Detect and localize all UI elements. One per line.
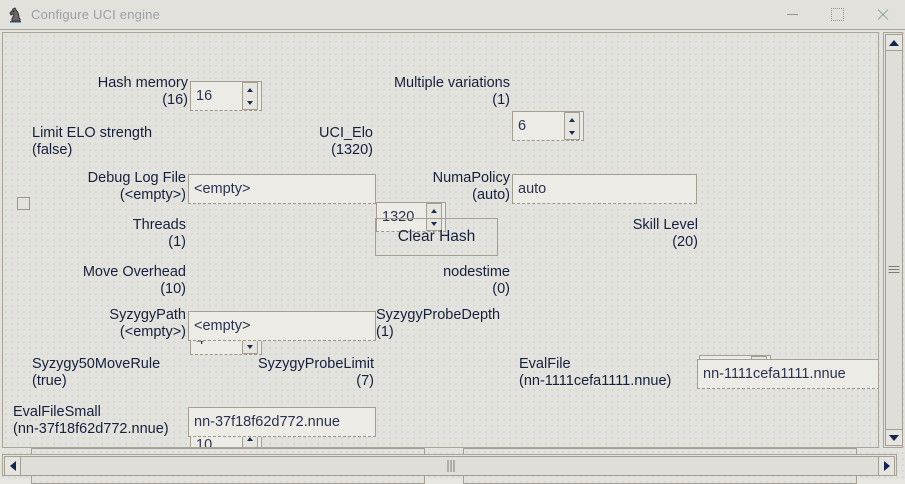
eval-file-input[interactable]: nn-1111cefa1111.nnue	[697, 359, 878, 389]
options-form: Hash memory (16) 16 Multiple variations …	[2, 32, 879, 448]
move-overhead-value: 10	[196, 437, 213, 448]
spin-down-icon[interactable]	[243, 340, 257, 353]
uci-elo-spin-buttons[interactable]	[426, 203, 442, 231]
syzygy-path-value: <empty>	[194, 317, 251, 334]
syzygy-path-input[interactable]: <empty>	[188, 311, 376, 341]
clear-hash-button[interactable]: Clear Hash	[375, 218, 498, 256]
eval-file-small-label: EvalFileSmall (nn-37f18f62d772.nnue)	[13, 404, 169, 437]
spin-down-icon[interactable]	[427, 217, 441, 230]
close-icon	[876, 8, 889, 21]
vertical-scrollbar-thumb[interactable]	[885, 50, 903, 431]
chess-knight-icon	[7, 6, 24, 23]
multiple-variations-label: Multiple variations (1)	[393, 75, 510, 108]
uci-elo-value: 1320	[382, 209, 415, 225]
eval-file-small-input[interactable]: nn-37f18f62d772.nnue	[188, 407, 376, 437]
limit-elo-strength-label: Limit ELO strength (false)	[32, 125, 153, 158]
syzygy-path-label: SyzygyPath (<empty>)	[109, 307, 186, 340]
maximize-icon	[831, 8, 844, 21]
hash-memory-label: Hash memory (16)	[97, 75, 188, 108]
syzygy-50-move-rule-label: Syzygy50MoveRule (true)	[32, 356, 161, 389]
scroll-down-arrow-icon	[889, 434, 899, 441]
debug-log-file-value: <empty>	[194, 180, 251, 197]
scrollbar-grip-icon	[447, 460, 456, 472]
uci-elo-spinner[interactable]: 1320	[376, 202, 446, 232]
scroll-up-button[interactable]	[885, 34, 903, 51]
spin-up-icon[interactable]	[427, 204, 441, 217]
eval-file-small-value: nn-37f18f62d772.nnue	[194, 413, 340, 430]
eval-file-label: EvalFile (nn-1111cefa1111.nnue)	[519, 356, 672, 389]
nodestime-label: nodestime (0)	[443, 264, 510, 297]
scroll-right-button[interactable]	[878, 456, 895, 476]
scrollbar-grip-icon	[888, 266, 900, 275]
spin-down-icon[interactable]	[565, 126, 579, 139]
client-area: Hash memory (16) 16 Multiple variations …	[0, 29, 905, 484]
title-bar: Configure UCI engine	[0, 0, 905, 29]
skill-level-label: Skill Level (20)	[632, 217, 698, 250]
minimize-button[interactable]	[770, 0, 815, 29]
numa-policy-input[interactable]: auto	[512, 174, 697, 204]
numa-policy-label: NumaPolicy (auto)	[432, 170, 510, 203]
move-overhead-label: Move Overhead (10)	[82, 264, 186, 297]
hash-memory-spinner[interactable]: 16	[190, 81, 262, 111]
maximize-button[interactable]	[815, 0, 860, 29]
uci-elo-label: UCI_Elo (1320)	[319, 125, 373, 158]
horizontal-scrollbar[interactable]	[2, 454, 897, 476]
scroll-down-button[interactable]	[885, 429, 903, 446]
spin-down-icon[interactable]	[243, 96, 257, 109]
limit-elo-strength-checkbox[interactable]	[17, 197, 30, 210]
vertical-scrollbar[interactable]	[883, 32, 903, 448]
scroll-left-arrow-icon	[9, 461, 16, 471]
hash-memory-value: 16	[196, 88, 213, 104]
hash-memory-spin-buttons[interactable]	[242, 82, 258, 110]
clear-hash-label: Clear Hash	[397, 228, 476, 245]
debug-log-file-label: Debug Log File (<empty>)	[87, 170, 186, 203]
debug-log-file-input[interactable]: <empty>	[188, 174, 376, 204]
multiple-variations-spin-buttons[interactable]	[564, 112, 580, 140]
spin-up-icon[interactable]	[243, 432, 257, 445]
horizontal-scrollbar-thumb[interactable]	[20, 456, 883, 476]
multiple-variations-value: 6	[518, 118, 527, 134]
spin-up-icon[interactable]	[565, 113, 579, 126]
close-button[interactable]	[860, 0, 905, 29]
syzygy-probe-limit-label: SyzygyProbeLimit (7)	[257, 356, 374, 389]
syzygy-probe-depth-label: SyzygyProbeDepth (1)	[376, 307, 501, 340]
numa-policy-value: auto	[518, 180, 547, 197]
window-controls	[770, 0, 905, 29]
spin-up-icon[interactable]	[243, 83, 257, 96]
minimize-icon	[787, 14, 798, 15]
multiple-variations-spinner[interactable]: 6	[512, 111, 584, 141]
window-title: Configure UCI engine	[31, 7, 161, 22]
scroll-up-arrow-icon	[889, 39, 899, 46]
eval-file-value: nn-1111cefa1111.nnue	[703, 365, 846, 382]
threads-label: Threads (1)	[132, 217, 186, 250]
scroll-right-arrow-icon	[883, 461, 890, 471]
scroll-left-button[interactable]	[4, 456, 21, 476]
